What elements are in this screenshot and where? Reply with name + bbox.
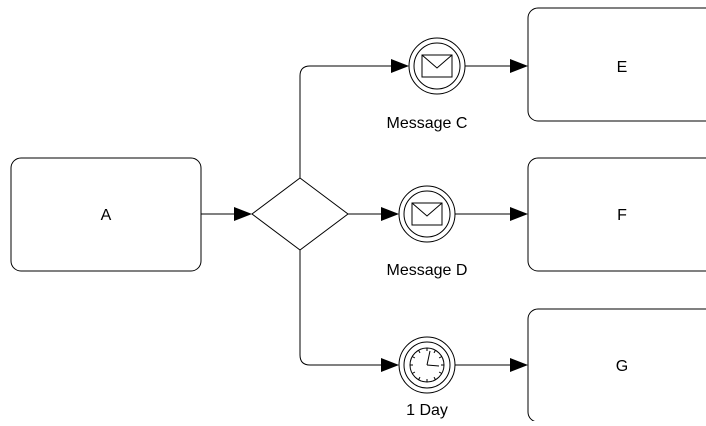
task-g-label: G (616, 358, 628, 375)
flow-gateway-to-message-c (299, 59, 409, 178)
task-a[interactable]: A (10, 157, 202, 272)
task-f[interactable]: F (527, 157, 706, 272)
clock-icon (409, 347, 445, 383)
envelope-icon (411, 202, 443, 226)
task-e-label: E (617, 59, 628, 76)
flow-message-c-to-e (465, 59, 528, 73)
timer-label: 1 Day (406, 402, 448, 419)
flow-gateway-to-message-d (348, 207, 399, 221)
message-d-event[interactable]: Message D (387, 185, 468, 279)
timer-event[interactable]: 1 Day (398, 336, 456, 419)
event-based-gateway[interactable] (251, 177, 349, 251)
message-c-label: Message C (387, 115, 468, 132)
flow-message-d-to-f (455, 207, 528, 221)
envelope-icon (421, 54, 453, 78)
task-a-label: A (101, 207, 112, 224)
task-e[interactable]: E (527, 7, 706, 122)
flow-timer-to-g (455, 358, 528, 372)
task-f-label: F (617, 207, 627, 224)
message-d-label: Message D (387, 262, 468, 279)
task-g[interactable]: G (527, 308, 706, 423)
flow-gateway-to-timer (299, 250, 399, 372)
flow-a-to-gateway (201, 207, 252, 221)
message-c-event[interactable]: Message C (387, 37, 468, 132)
